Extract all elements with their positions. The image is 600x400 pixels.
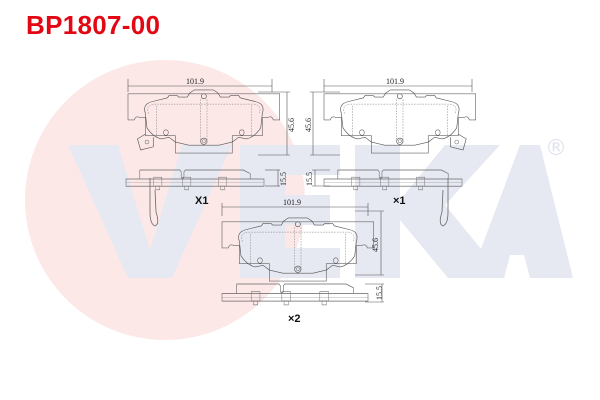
watermark-circle xyxy=(25,60,305,340)
pad-2-width-label: 101.9 xyxy=(386,77,404,86)
pad-3-thickness-dimension: 15.5 xyxy=(365,283,384,303)
pad-2-thickness-dimension: 15.5 xyxy=(305,169,330,187)
pad-3-quantity: ×2 xyxy=(288,313,301,325)
pad-3-front-view xyxy=(221,217,374,282)
pad-2-thickness-label: 15.5 xyxy=(305,172,314,186)
pad-3-thickness-label: 15.5 xyxy=(375,286,384,300)
pad-3-width-label: 101.9 xyxy=(283,198,301,207)
pad-1-width-dimension: 101.9 xyxy=(127,77,273,92)
pad-2-side-view xyxy=(323,169,463,191)
pad-1-front-view xyxy=(127,89,280,154)
pad-1-height-label: 45.6 xyxy=(287,118,296,132)
registered-icon: ® xyxy=(545,136,567,161)
pad-1-thickness-dimension: 15.5 xyxy=(265,169,288,187)
pad-3-width-dimension: 101.9 xyxy=(221,198,369,216)
pad-3-height-dimension: 45.6 xyxy=(355,210,384,276)
pad-2-spring-clip xyxy=(439,178,449,227)
watermark-letter-k xyxy=(355,145,505,278)
pad-2-height-dimension: 45.6 xyxy=(304,91,340,156)
pad-1-height-dimension: 45.6 xyxy=(258,91,296,156)
watermark-letter-e xyxy=(240,145,340,278)
pad-1-side-view xyxy=(125,169,265,191)
pad-2-height-label: 45.6 xyxy=(304,118,313,132)
pad-1-quantity: X1 xyxy=(195,195,208,207)
pad-2-width-dimension: 101.9 xyxy=(323,77,473,92)
part-number-title: BP1807-00 xyxy=(26,10,161,40)
watermark-letter-a xyxy=(470,145,573,278)
pad-3-height-label: 45.6 xyxy=(371,238,380,252)
pad-1-width-label: 101.9 xyxy=(186,77,204,86)
pad-2-front-view xyxy=(323,89,476,154)
pad-1-spring-clip xyxy=(149,178,159,227)
pad-3-side-view xyxy=(221,283,369,306)
pad-2-quantity: ×1 xyxy=(393,195,406,207)
pad-1-thickness-label: 15.5 xyxy=(279,172,288,186)
